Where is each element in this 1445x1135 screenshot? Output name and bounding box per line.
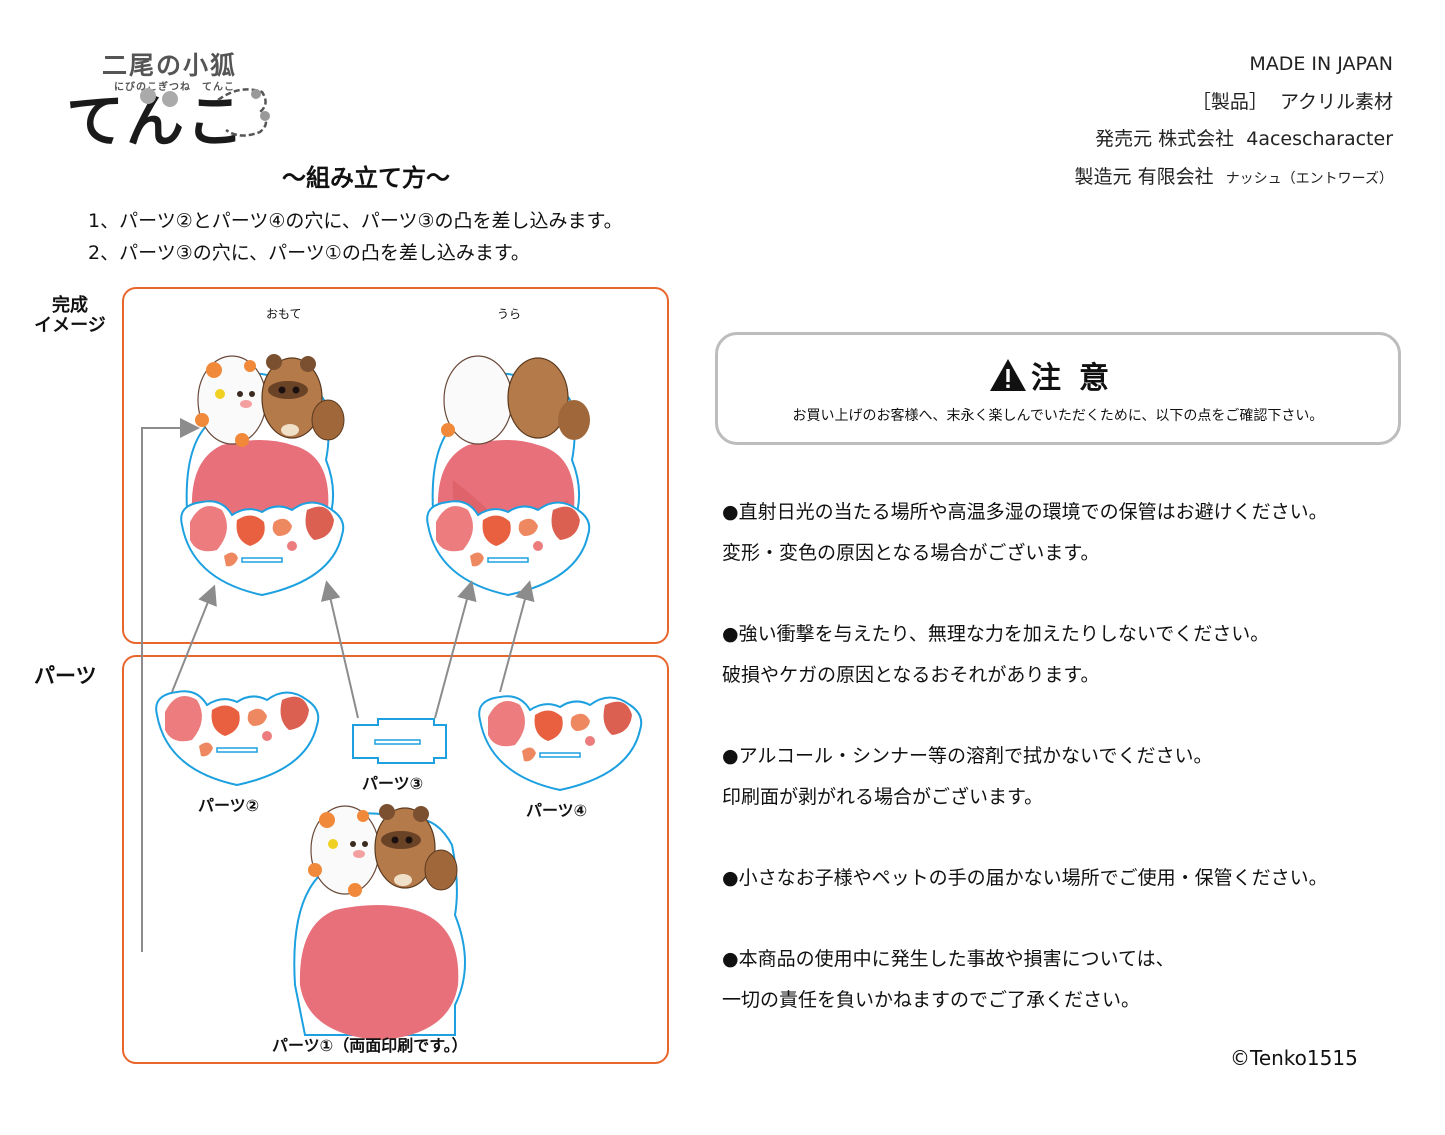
logo-ruby: にびのこぎつね てんこ — [114, 82, 235, 93]
logo-dots-icon — [140, 88, 178, 107]
material-line: ［製品］ アクリル素材 — [1075, 84, 1393, 122]
seller-line: 発売元 株式会社 4acescharacter — [1075, 121, 1393, 159]
note-line: ●本商品の使用中に発生した事故や損害については、 — [722, 948, 1175, 970]
caution-box: 注意 お買い上げのお客様へ、末永く楽しんでいただくために、以下の点をご確認下さい… — [715, 332, 1401, 445]
note-item: ●直射日光の当たる場所や高温多湿の環境での保管はお避けください。 変形・変色の原… — [722, 492, 1422, 574]
complete-label-line1: 完成 — [52, 295, 88, 316]
assembly-title: ～組み立て方～ — [282, 164, 450, 192]
caution-title: 注意 — [1031, 361, 1127, 396]
parts-frame — [122, 655, 669, 1064]
fox-tail-icon — [217, 88, 270, 137]
part1-label: パーツ①（両面印刷です。） — [272, 1036, 468, 1055]
material-label: ［製品］ — [1191, 90, 1268, 113]
logo-title: 二尾の小狐 — [102, 51, 238, 80]
note-line: ●強い衝撃を与えたり、無理な力を加えたりしないでください。 — [722, 623, 1270, 645]
logo-main-text: てんこ — [66, 87, 247, 155]
note-item: ●強い衝撃を与えたり、無理な力を加えたりしないでください。 破損やケガの原因とな… — [722, 614, 1422, 696]
made-in-label: MADE IN JAPAN — [1249, 53, 1393, 75]
assembly-step-1: 1、パーツ②とパーツ④の穴に、パーツ③の凸を差し込みます。 — [88, 210, 623, 232]
seller-label: 発売元 株式会社 — [1095, 128, 1235, 150]
note-item: ●小さなお子様やペットの手の届かない場所でご使用・保管ください。 — [722, 858, 1422, 899]
note-line: 一切の責任を負いかねますのでご了承ください。 — [722, 989, 1141, 1011]
material-value: アクリル素材 — [1279, 90, 1393, 113]
copyright: ©Tenko1515 — [1230, 1046, 1358, 1070]
note-item: ●アルコール・シンナー等の溶剤で拭かないでください。 印刷面が剥がれる場合がござ… — [722, 736, 1422, 818]
warning-triangle-icon — [990, 359, 1026, 391]
back-label: うら — [497, 307, 522, 321]
note-line: 破損やケガの原因となるおそれがあります。 — [722, 664, 1100, 686]
caution-heading: 注意 — [718, 353, 1398, 397]
complete-label-line2: イメージ — [34, 315, 106, 336]
product-info: MADE IN JAPAN ［製品］ アクリル素材 発売元 株式会社 4aces… — [1075, 46, 1393, 198]
complete-image-label: 完成 イメージ — [28, 296, 112, 336]
note-item: ●本商品の使用中に発生した事故や損害については、 一切の責任を負いかねますのでご… — [722, 939, 1422, 1021]
note-line: ●直射日光の当たる場所や高温多湿の環境での保管はお避けください。 — [722, 501, 1328, 523]
maker-line: 製造元 有限会社 ナッシュ（エントワーズ） — [1075, 159, 1393, 199]
maker-value: ナッシュ（エントワーズ） — [1225, 170, 1393, 187]
assembly-step-2: 2、パーツ③の穴に、パーツ①の凸を差し込みます。 — [88, 242, 530, 264]
part4-label: パーツ④ — [526, 801, 588, 820]
front-label: おもて — [266, 307, 302, 321]
part3-label: パーツ③ — [362, 774, 424, 793]
brand-logo: 二尾の小狐 にびのこぎつね てんこ てんこ — [62, 42, 282, 162]
note-line: ●小さなお子様やペットの手の届かない場所でご使用・保管ください。 — [722, 867, 1328, 889]
complete-image-frame — [122, 287, 669, 644]
parts-label: パーツ — [34, 664, 97, 688]
seller-value: 4acescharacter — [1246, 128, 1393, 150]
note-line: ●アルコール・シンナー等の溶剤で拭かないでください。 — [722, 745, 1213, 767]
note-line: 変形・変色の原因となる場合がございます。 — [722, 542, 1100, 564]
note-line: 印刷面が剥がれる場合がございます。 — [722, 786, 1044, 808]
caution-subtitle: お買い上げのお客様へ、末永く楽しんでいただくために、以下の点をご確認下さい。 — [792, 408, 1324, 424]
part2-label: パーツ② — [198, 796, 260, 815]
maker-label: 製造元 有限会社 — [1074, 165, 1214, 188]
caution-notes: ●直射日光の当たる場所や高温多湿の環境での保管はお避けください。 変形・変色の原… — [722, 492, 1422, 1061]
